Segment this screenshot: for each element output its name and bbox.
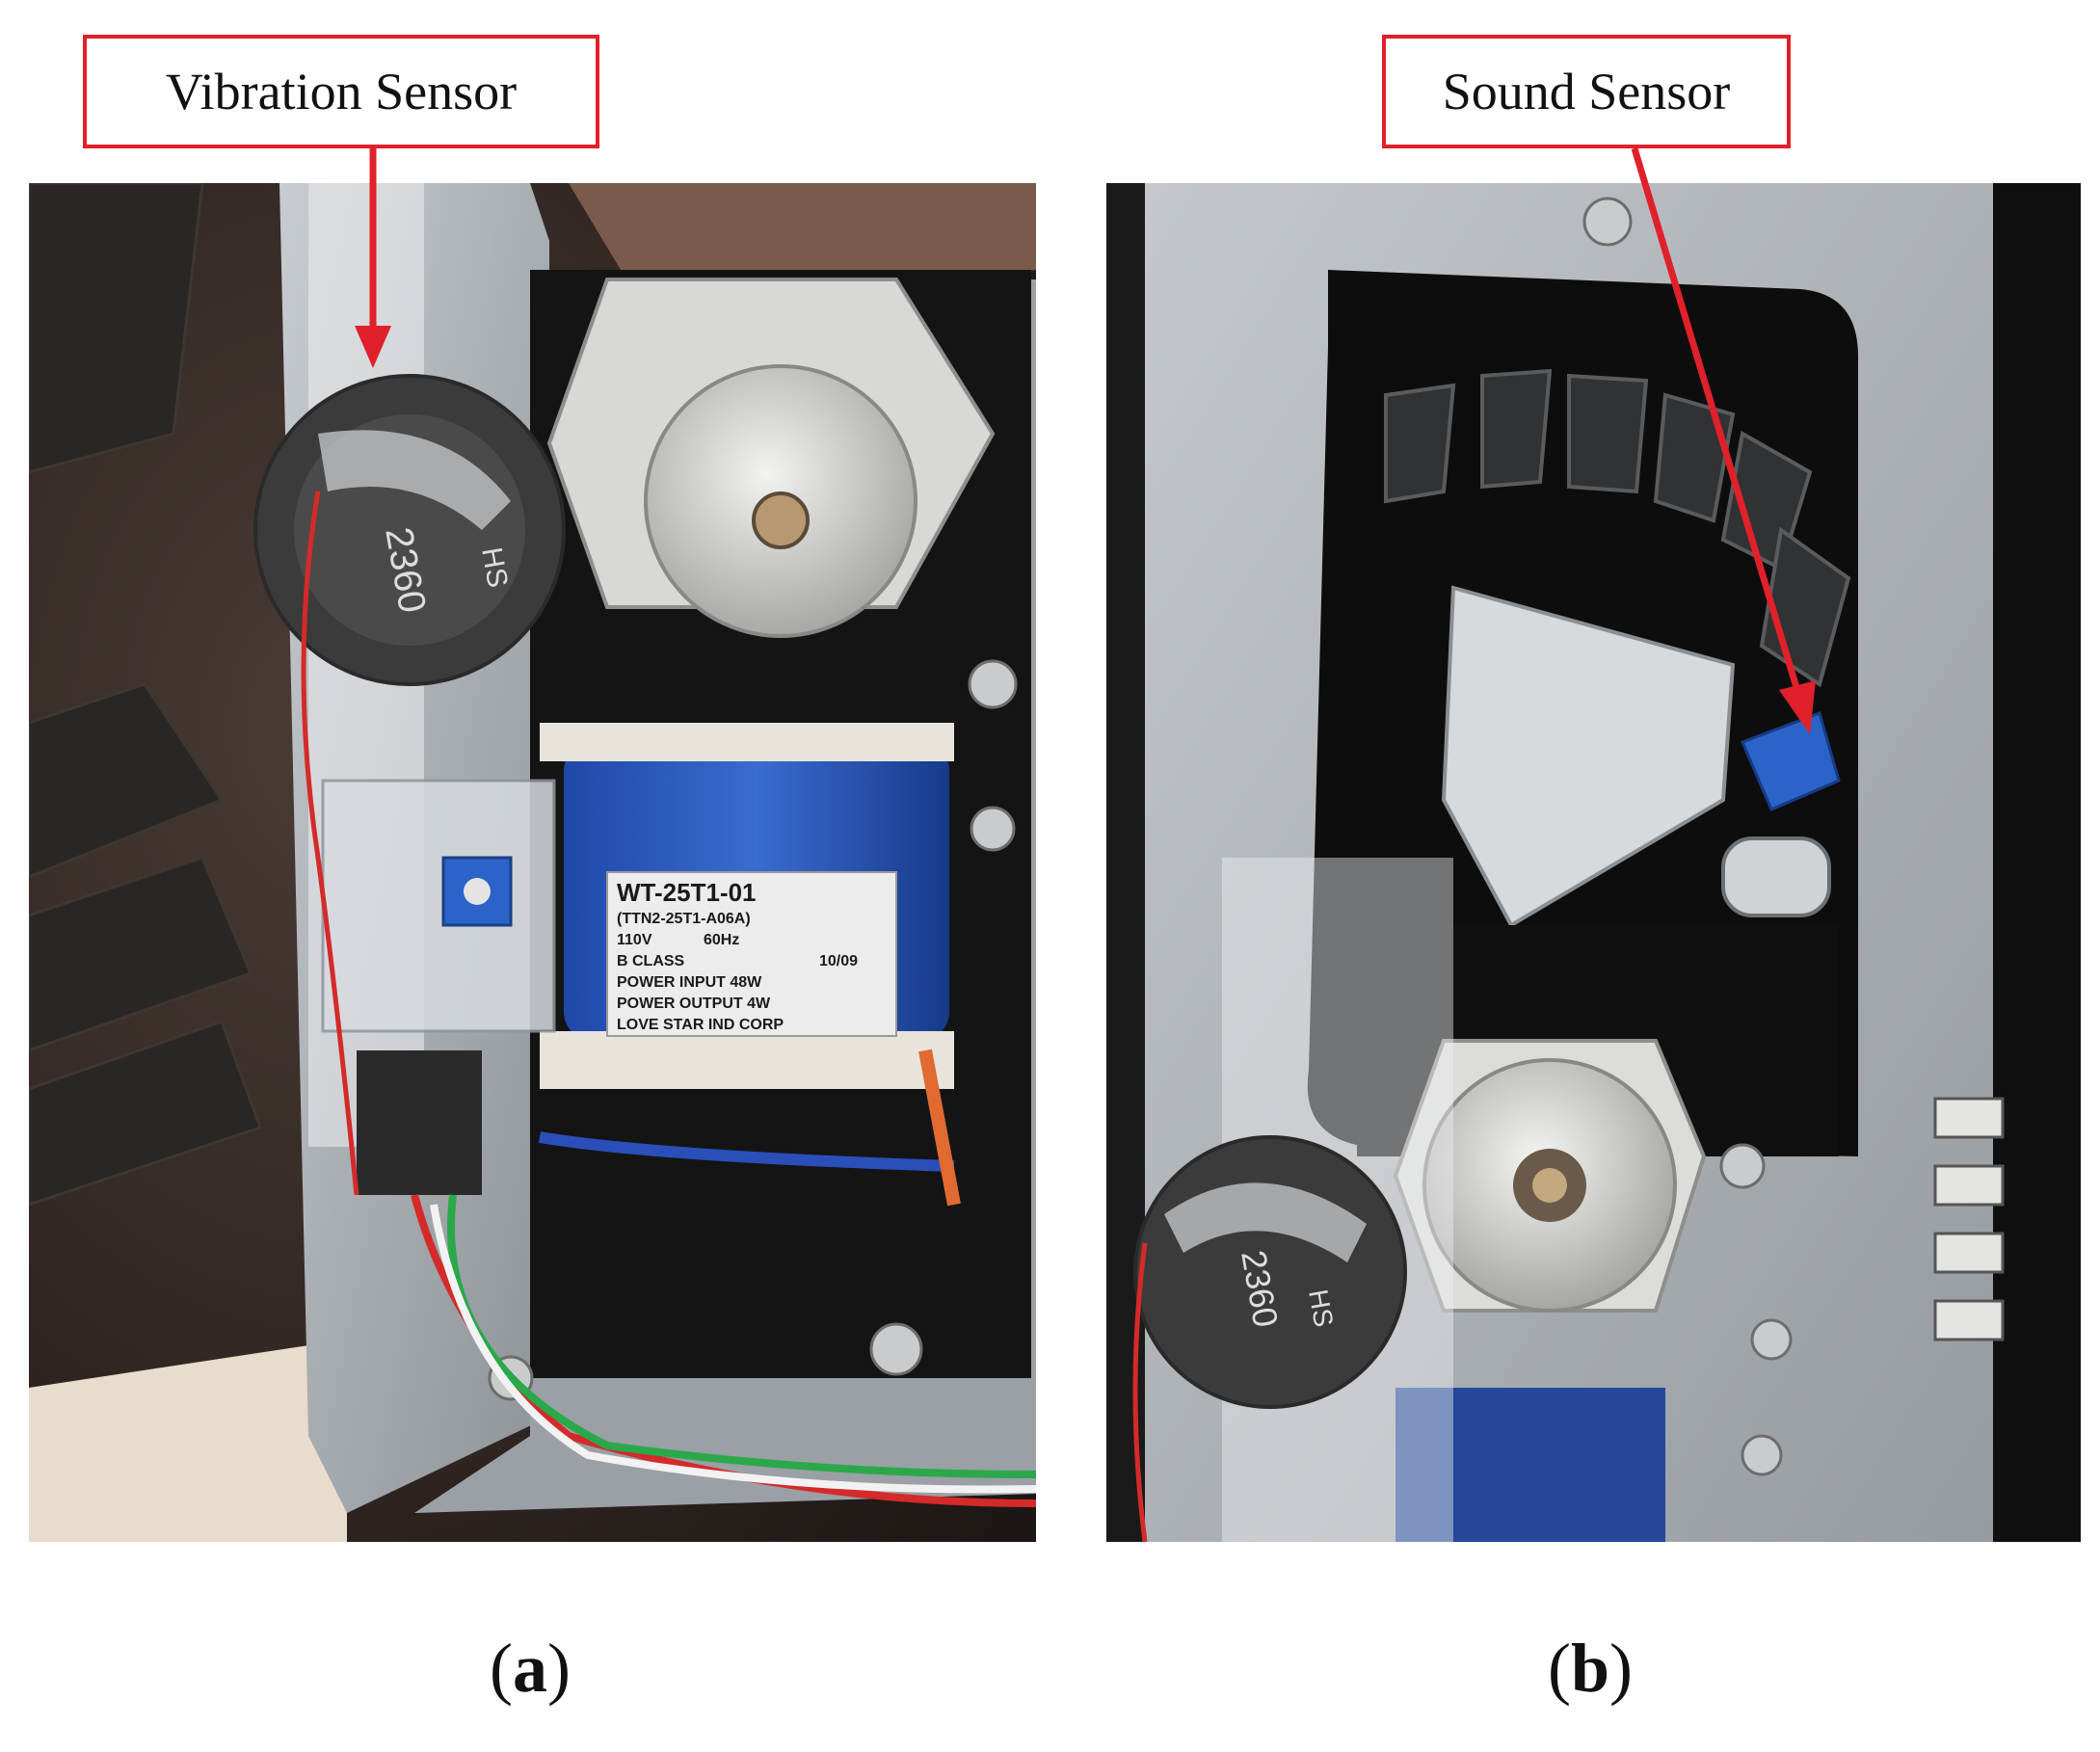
transformer-label: WT-25T1-01 (TTN2-25T1-A06A) 110V 60Hz B …: [617, 878, 858, 1033]
svg-text:110V: 110V: [617, 932, 652, 948]
svg-text:(TTN2-25T1-A06A): (TTN2-25T1-A06A): [617, 911, 751, 927]
vibration-sensor-disc-b: 2360 HS: [1133, 1135, 1407, 1409]
sensor-circuit-board: [321, 779, 556, 1195]
svg-text:60Hz: 60Hz: [704, 932, 739, 948]
svg-text:POWER INPUT 48W: POWER INPUT 48W: [617, 974, 762, 991]
vibration-sensor-disc: 2360 HS: [253, 374, 566, 686]
svg-text:POWER OUTPUT 4W: POWER OUTPUT 4W: [617, 995, 771, 1012]
photo-vibration-sensor: WT-25T1-01 (TTN2-25T1-A06A) 110V 60Hz B …: [29, 183, 1036, 1542]
panel-label-b: (b): [1547, 1630, 1633, 1707]
svg-text:LOVE STAR IND CORP: LOVE STAR IND CORP: [617, 1017, 784, 1033]
fan-blades-left: [29, 183, 262, 1207]
photo-sound-sensor: 2360 HS: [1106, 183, 2081, 1542]
svg-text:HS: HS: [1303, 1287, 1339, 1330]
sound-sensor-module: [1721, 711, 1841, 917]
svg-text:B CLASS: B CLASS: [617, 953, 685, 969]
callout-vibration-sensor: Vibration Sensor: [83, 35, 599, 148]
callout-sound-sensor: Sound Sensor: [1382, 35, 1791, 148]
svg-text:10/09: 10/09: [819, 953, 858, 969]
svg-text:WT-25T1-01: WT-25T1-01: [617, 878, 757, 907]
svg-text:HS: HS: [475, 544, 514, 590]
panel-label-a: (a): [490, 1630, 571, 1707]
